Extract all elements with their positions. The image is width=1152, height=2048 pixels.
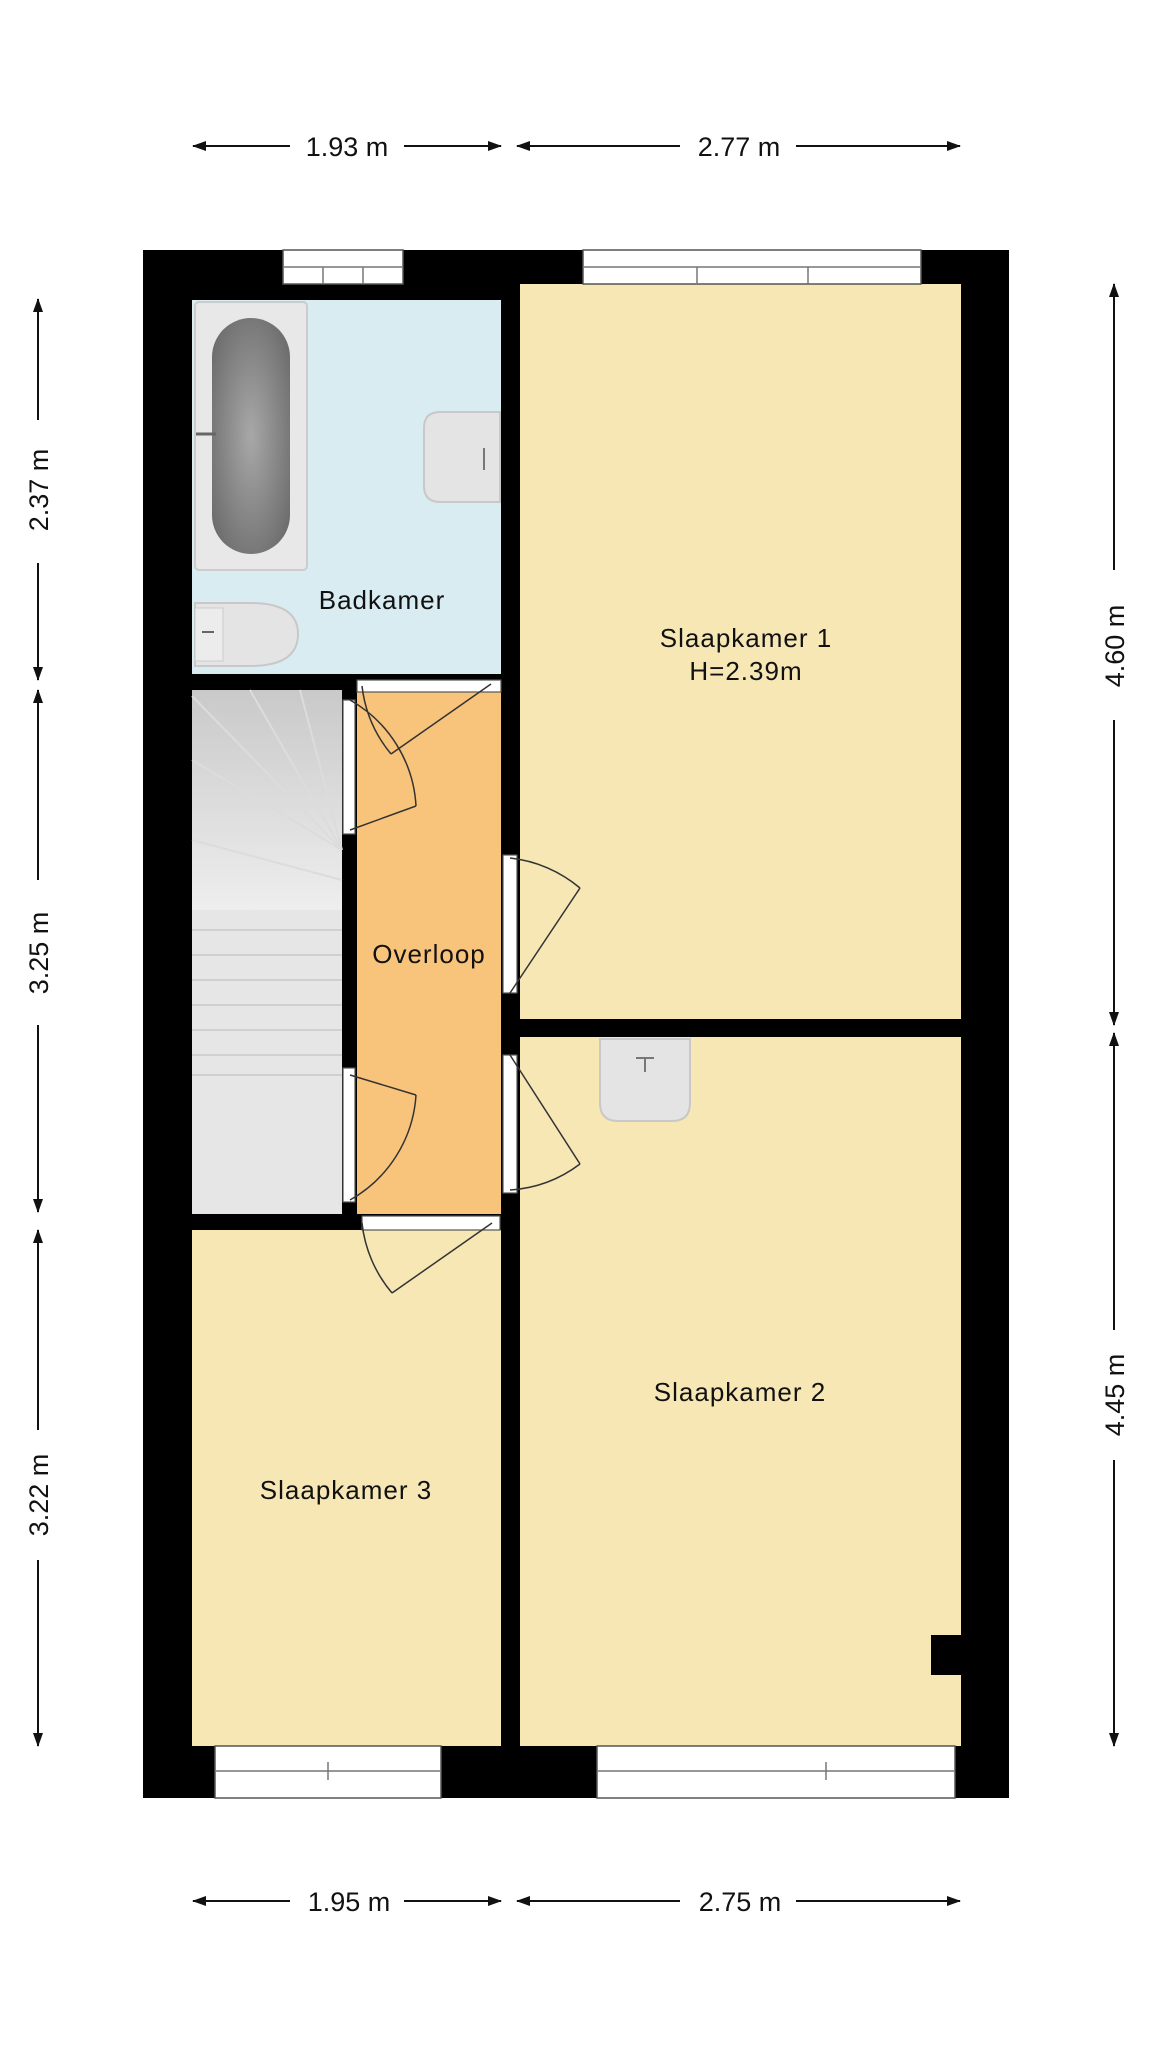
door-slaapkamer-2 xyxy=(502,1054,581,1194)
room-height-slaapkamer-1: H=2.39m xyxy=(689,656,802,686)
dimension-label: 2.37 m xyxy=(24,449,54,532)
dimension-label: 3.25 m xyxy=(24,912,54,995)
dimension-left-middle: 3.25 m xyxy=(24,689,54,1213)
room-label-badkamer: Badkamer xyxy=(319,585,446,615)
door-slaapkamer-1 xyxy=(502,854,581,994)
window-slaapkamer-3 xyxy=(214,1745,442,1799)
dimension-label: 4.45 m xyxy=(1100,1354,1130,1437)
room-label-overloop: Overloop xyxy=(372,939,486,969)
room-slaapkamer-2 xyxy=(520,1037,961,1746)
staircase xyxy=(191,689,343,1076)
dimension-label: 2.75 m xyxy=(699,1887,782,1917)
door-badkamer xyxy=(356,679,502,755)
dimension-right-upper: 4.60 m xyxy=(1100,283,1130,1026)
dimension-bottom-left: 1.95 m xyxy=(192,1887,502,1917)
room-label-slaapkamer-2: Slaapkamer 2 xyxy=(654,1377,826,1407)
door-stair-top xyxy=(342,699,417,835)
dimension-top-left: 1.93 m xyxy=(192,132,502,162)
room-slaapkamer-3 xyxy=(192,1230,501,1746)
dimension-label: 3.22 m xyxy=(24,1454,54,1537)
dimension-left-upper: 2.37 m xyxy=(24,298,54,681)
dimension-label: 2.77 m xyxy=(698,132,781,162)
room-label-slaapkamer-1: Slaapkamer 1 xyxy=(660,623,832,653)
door-slaapkamer-3 xyxy=(361,1215,501,1294)
dimension-top-right: 2.77 m xyxy=(516,132,961,162)
window-badkamer xyxy=(282,249,404,285)
room-overloop xyxy=(357,690,501,1214)
toilet xyxy=(194,602,300,667)
dimension-left-lower: 3.22 m xyxy=(24,1229,54,1747)
room-label-slaapkamer-3: Slaapkamer 3 xyxy=(260,1475,432,1505)
dimension-bottom-right: 2.75 m xyxy=(516,1887,961,1917)
dimension-label: 1.95 m xyxy=(308,1887,391,1917)
chimney-block xyxy=(931,1635,961,1675)
window-slaapkamer-1 xyxy=(582,249,922,285)
window-slaapkamer-2 xyxy=(596,1745,956,1799)
sink-slaapkamer-2 xyxy=(599,1038,691,1122)
bathtub xyxy=(194,301,308,571)
dimension-label: 4.60 m xyxy=(1100,605,1130,688)
door-stair-bottom xyxy=(342,1067,417,1203)
dimension-right-lower: 4.45 m xyxy=(1100,1032,1130,1747)
sink-badkamer xyxy=(423,411,501,503)
dimension-label: 1.93 m xyxy=(306,132,389,162)
room-slaapkamer-1 xyxy=(520,284,961,1019)
